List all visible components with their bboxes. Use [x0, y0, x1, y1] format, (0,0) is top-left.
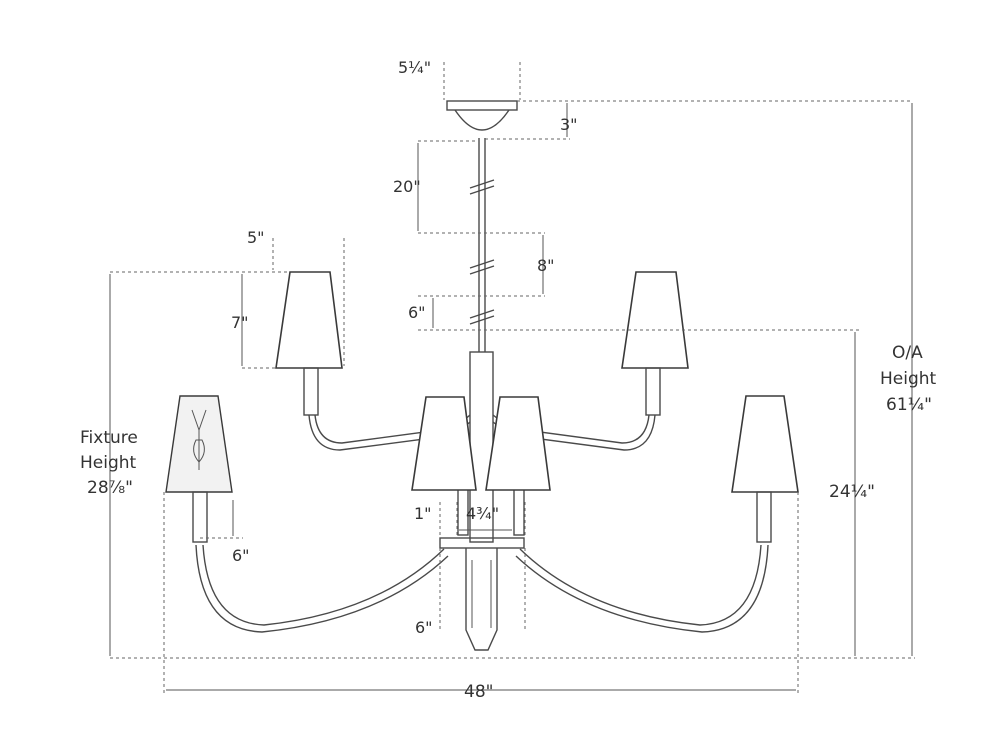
- bottom-finial-label: 6": [415, 618, 433, 637]
- shade-height-label: 7": [231, 313, 249, 332]
- shade-lower-right: [731, 395, 799, 543]
- center-width-label: 4¾": [466, 504, 499, 523]
- canopy-width-label: 5¼": [398, 58, 431, 77]
- shade-lower-left: [165, 395, 233, 543]
- canopy: [446, 100, 518, 131]
- upper-arms: [308, 414, 656, 451]
- stem: [469, 138, 495, 352]
- oa-height-line1: O/A: [892, 343, 923, 363]
- shade-center-right: [485, 396, 551, 491]
- shade-upper-left: [275, 271, 343, 416]
- arm-drop-label: 6": [232, 546, 250, 565]
- oa-height-line2: Height: [880, 369, 937, 389]
- socket-1-label: 1": [414, 504, 432, 523]
- shade-center-left: [411, 396, 477, 491]
- fixture-height-line1: Fixture: [80, 428, 138, 448]
- canopy-height-label: 3": [560, 115, 578, 134]
- stem-6-label: 6": [408, 303, 426, 322]
- oa-height-value: 61¼": [886, 395, 932, 415]
- fixture-height-line2: Height: [80, 453, 137, 473]
- shade-width-label: 5": [247, 228, 265, 247]
- fixture-height-value: 28⅞": [87, 478, 133, 498]
- lower-arms: [195, 544, 769, 633]
- stem-8-label: 8": [537, 256, 555, 275]
- shade-upper-right: [621, 271, 689, 416]
- stem-20-label: 20": [393, 177, 421, 196]
- tier-height-label: 24¼": [829, 482, 875, 502]
- overall-width-label: 48": [464, 682, 493, 702]
- dimension-lines: [109, 62, 915, 695]
